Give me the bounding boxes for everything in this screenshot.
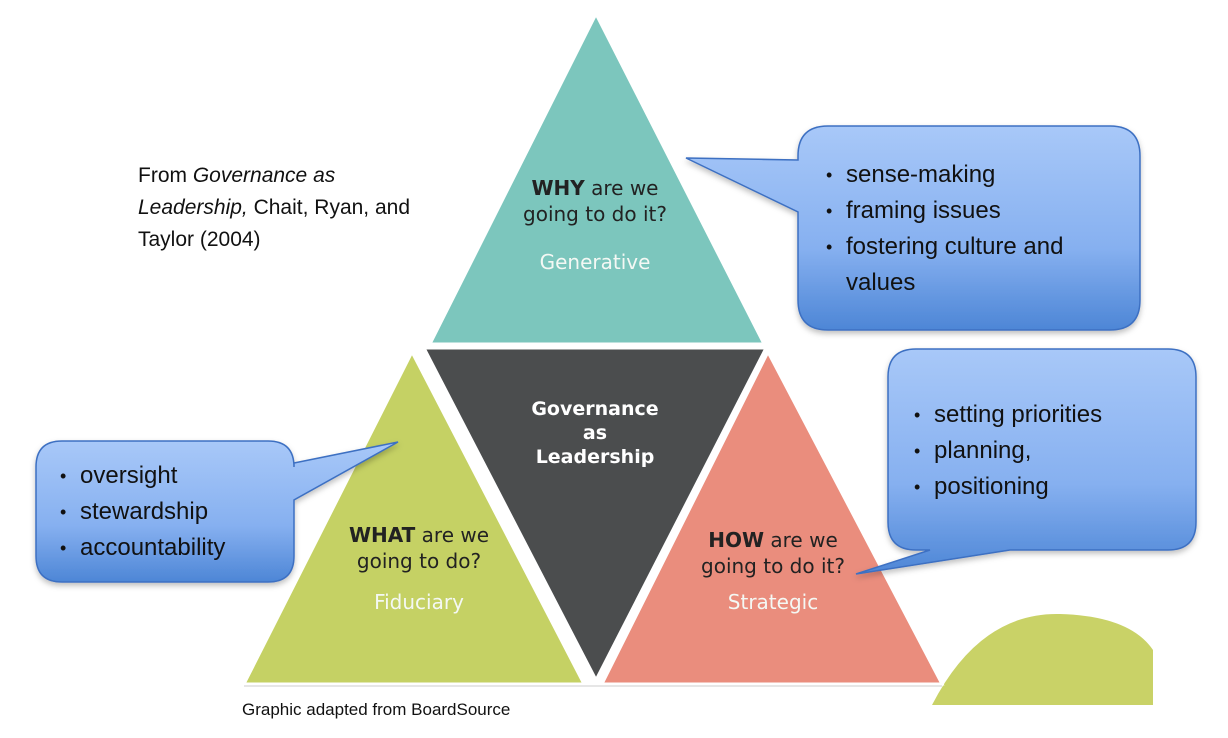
bullet-item: stewardship: [60, 494, 290, 530]
fiduciary-mode-label: Fiduciary: [374, 590, 464, 614]
center-label: Governance as Leadership: [531, 398, 659, 468]
bullet-item: positioning: [914, 469, 1184, 505]
bullet-item: sense-making: [826, 157, 1126, 193]
generative-triangle: [427, 10, 767, 346]
bullet-item: fostering culture and values: [826, 229, 1126, 301]
bullet-item: planning,: [914, 433, 1184, 469]
generative-mode-label: Generative: [539, 250, 651, 274]
governance-center-triangle: [421, 346, 769, 684]
bullet-item: accountability: [60, 530, 290, 566]
fiduciary-bullets: oversight stewardship accountability: [60, 458, 290, 566]
generative-bullets: sense-making framing issues fostering cu…: [826, 157, 1126, 301]
strategic-bullets: setting priorities planning, positioning: [914, 397, 1184, 505]
source-citation: From Governance as Leadership, Chait, Ry…: [138, 164, 411, 251]
bullet-item: framing issues: [826, 193, 1126, 229]
bullet-item: setting priorities: [914, 397, 1184, 433]
strategic-triangle: [599, 348, 945, 686]
strategic-mode-label: Strategic: [727, 590, 819, 614]
decorative-blob: [932, 613, 1153, 705]
fiduciary-triangle: [241, 348, 587, 686]
graphic-credit: Graphic adapted from BoardSource: [242, 700, 511, 719]
book-title: Governance as Leadership,: [138, 164, 336, 219]
generative-question: WHY are we going to do it?: [523, 176, 667, 226]
fiduciary-question: WHAT are we going to do?: [348, 523, 490, 573]
bullet-item: oversight: [60, 458, 290, 494]
strategic-question: HOW are we going to do it?: [701, 528, 845, 578]
